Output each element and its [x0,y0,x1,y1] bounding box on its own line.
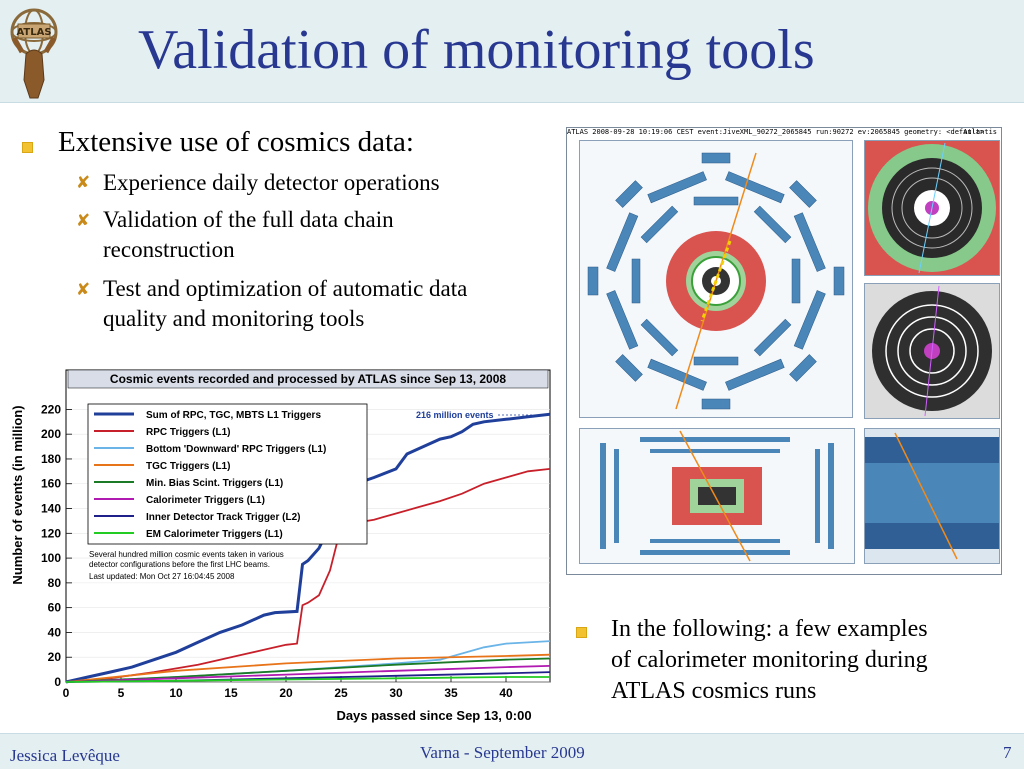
chart-note-line-1: Several hundred million cosmic events ta… [89,550,284,559]
legend-label: EM Calorimeter Triggers (L1) [146,529,283,540]
legend-label: Bottom 'Downward' RPC Triggers (L1) [146,444,326,455]
x-tick-label: 10 [169,686,183,700]
y-tick-label: 40 [48,625,62,639]
slide-title: Validation of monitoring tools [138,19,815,81]
chart-ylabel: Number of events (in million) [10,405,25,584]
chart-series-group [65,412,551,684]
series-line [65,657,551,683]
chart-title: Cosmic events recorded and processed by … [110,372,506,386]
series-line [65,468,551,683]
chart-legend-box [87,403,368,545]
legend-label: TGC Triggers (L1) [146,461,230,472]
footer-author: Jessica Levêque [10,746,120,765]
slide-header: ATLAS Validation of monitoring tools [0,0,1024,103]
footer-page-number: 7 [1003,743,1012,762]
series-line [65,676,550,683]
event-display: ATLAS 2008-09-28 10:19:06 CEST event:Jiv… [566,127,1002,575]
legend-label: Inner Detector Track Trigger (L2) [146,512,301,523]
bullet-following-line-1: In the following: a few examples [611,616,928,642]
x-tick-label: 25 [334,686,348,700]
sub-bullet-1: Experience daily detector operations [103,170,440,195]
sub-bullet-3: Test and optimization of automatic data [103,276,468,301]
svg-text:ATLAS: ATLAS [16,27,51,38]
legend-label: Min. Bias Scint. Triggers (L1) [146,478,283,489]
yx-projection-inner [864,283,1000,419]
series-line [65,665,551,683]
bullet-x-icon: ✘ [76,211,91,231]
chart-x-ticks: 0 5 10 15 20 25 30 35 40 [63,676,513,700]
y-tick-label: 80 [48,576,62,590]
y-tick-label: 180 [41,452,61,466]
chart-note-line-2: detector configurations before the first… [89,560,270,569]
chart-xlabel: Days passed since Sep 13, 0:00 [336,708,531,723]
y-tick-label: 200 [41,427,61,441]
x-tick-label: 0 [63,686,70,700]
event-display-header: ATLAS 2008-09-28 10:19:06 CEST event:Jiv… [567,128,1001,140]
event-header-text: ATLAS 2008-09-28 10:19:06 CEST event:Jiv… [567,128,985,136]
y-tick-label: 140 [41,502,61,516]
y-tick-label: 100 [41,551,61,565]
yx-projection-calo [864,140,1000,276]
x-tick-label: 20 [279,686,293,700]
legend-label: Sum of RPC, TGC, MBTS L1 Triggers [146,410,321,421]
y-tick-label: 220 [41,402,61,416]
atlantis-brand: Atlantis [963,128,997,136]
legend-label: Calorimeter Triggers (L1) [146,495,265,506]
chart-note-line-3: Last updated: Mon Oct 27 16:04:45 2008 [89,572,235,581]
sub-bullet-3-cont: quality and monitoring tools [103,306,365,331]
series-line [65,653,551,683]
y-tick-label: 0 [54,675,61,689]
x-tick-label: 35 [444,686,458,700]
atlas-logo-icon: ATLAS [10,8,58,99]
yx-projection-main [579,140,853,418]
footer-event: Varna - September 2009 [420,743,585,762]
y-tick-label: 60 [48,601,62,615]
bullet-following: In the following: a few examples of calo… [611,614,928,707]
x-tick-label: 40 [499,686,513,700]
bullet-x-icon: ✘ [76,173,91,193]
y-tick-label: 160 [41,477,61,491]
sub-bullet-2: Validation of the full data chain [103,207,394,232]
y-tick-label: 20 [48,650,62,664]
y-tick-label: 120 [41,526,61,540]
x-tick-label: 15 [224,686,238,700]
x-tick-label: 5 [118,686,125,700]
sub-bullet-2-cont: reconstruction [103,237,235,262]
cosmics-events-chart: Cosmic events recorded and processed by … [10,369,551,723]
xz-projection [864,428,1000,564]
legend-label: RPC Triggers (L1) [146,427,230,438]
bullet-square-icon [576,627,587,638]
bullet-square-icon [22,142,33,153]
chart-annotation: 216 million events [416,410,494,420]
chart-y-ticks: 0 20 40 60 80 100 120 140 160 180 200 220 [41,402,72,689]
bullet-x-icon: ✘ [76,280,91,300]
rhoz-projection [579,428,855,564]
x-tick-label: 30 [389,686,403,700]
slide-footer: Jessica Levêque Varna - September 2009 7 [0,733,1024,769]
bullet-following-line-2: of calorimeter monitoring during [611,647,928,673]
bullet-following-line-3: ATLAS cosmics runs [611,678,817,704]
yx-projection-graphic [587,152,845,410]
bullet-main: Extensive use of cosmics data: [58,126,414,158]
